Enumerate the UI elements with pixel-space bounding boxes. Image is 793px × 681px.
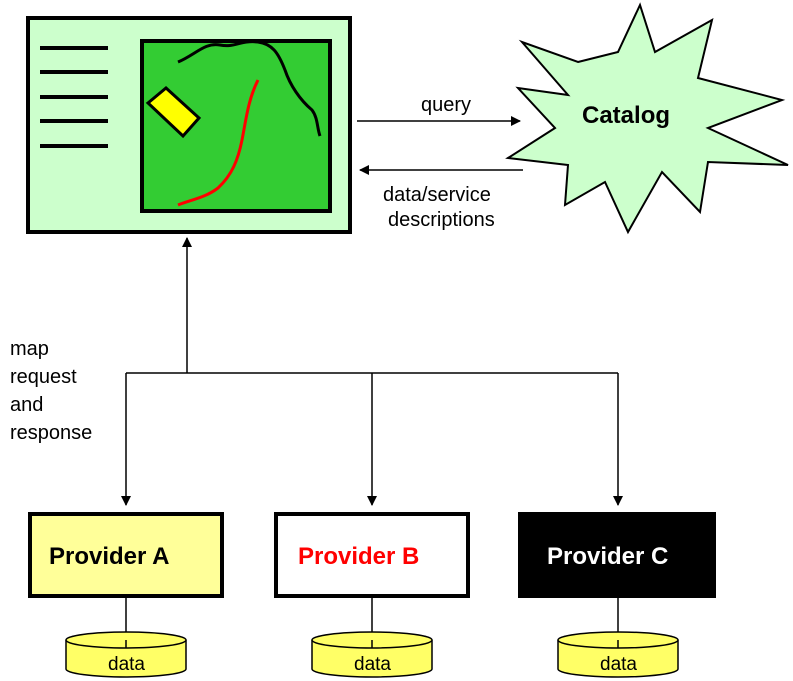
provider-b-data-store: data (311, 631, 433, 678)
catalog-arrows: query data/service descriptions (357, 94, 523, 231)
provider-b-cylinder-body (311, 640, 433, 678)
provider-b-label: Provider B (298, 543, 419, 570)
client-application (26, 16, 352, 234)
catalog-starburst (505, 2, 789, 235)
map-view (140, 39, 332, 213)
provider-c-label: Provider C (547, 543, 668, 570)
map-request-connectors: map request and response (10, 237, 623, 506)
provider-c-data-store: data (557, 631, 679, 678)
provider-b: Provider B data (274, 512, 470, 678)
map-road-line (177, 79, 260, 207)
provider-a-cylinder-body (65, 640, 187, 678)
map-highlight-parcel (145, 86, 202, 139)
response-label-line1: data/service (383, 184, 491, 206)
provider-b-data-label: data (354, 654, 391, 675)
provider-a-box (28, 512, 224, 598)
response-label-line2: descriptions (388, 209, 495, 231)
query-label: query (421, 94, 471, 116)
map-request-label-line2: request (10, 366, 77, 388)
provider-a-label: Provider A (49, 543, 169, 570)
provider-a-data-label: data (108, 654, 145, 675)
provider-c-cylinder-body (557, 640, 679, 678)
provider-a-data-store: data (65, 631, 187, 678)
text-lines-icon (40, 46, 108, 148)
map-river-line (177, 40, 322, 137)
map-request-label-line3: and (10, 394, 43, 416)
provider-c-box (518, 512, 716, 598)
map-request-label-line1: map (10, 338, 49, 360)
provider-b-box (274, 512, 470, 598)
catalog-label: Catalog (582, 102, 670, 129)
catalog-node: Catalog (505, 2, 789, 235)
provider-c-data-label: data (600, 654, 637, 675)
provider-a: Provider A data (28, 512, 224, 678)
map-background (140, 39, 332, 213)
provider-c: Provider C data (518, 512, 716, 678)
map-request-label-line4: response (10, 422, 92, 444)
